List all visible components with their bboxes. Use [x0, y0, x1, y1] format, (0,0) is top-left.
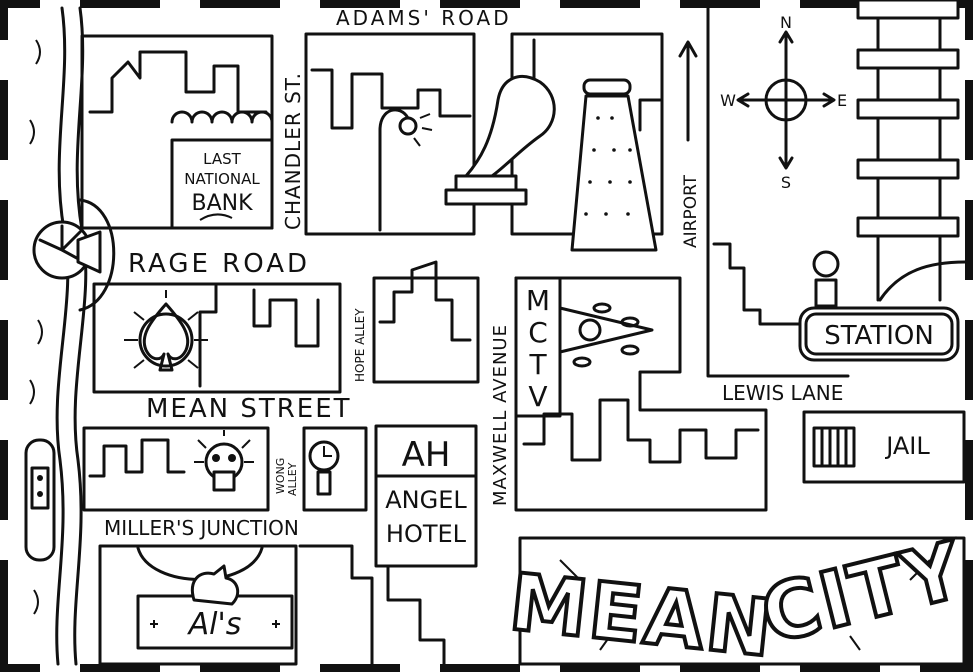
- compass-rose: [736, 30, 836, 170]
- spade-icon: [124, 290, 208, 372]
- bank-label-line2: NATIONAL: [184, 170, 260, 188]
- title-block: [518, 536, 966, 666]
- rooster-icon: [191, 564, 240, 606]
- street-mean-street: MEAN STREET: [146, 394, 352, 424]
- hotel-logo: AH: [402, 435, 451, 475]
- compass-south: S: [781, 173, 791, 192]
- street-maxwell-avenue: MAXWELL AVENUE: [490, 324, 511, 506]
- mctv-letter-v: V: [528, 380, 547, 413]
- street-hope-alley: HOPE ALLEY: [353, 308, 367, 382]
- street-lewis-lane: LEWIS LANE: [722, 381, 843, 405]
- mctv-letter-m: M: [526, 284, 550, 317]
- clock-icon: [302, 426, 368, 512]
- street-wong-alley-line2: ALLEY: [286, 462, 299, 496]
- hotel-label-line1: ANGEL: [385, 486, 467, 514]
- airport-arrow-icon: [678, 40, 698, 142]
- block-skull: [82, 426, 270, 512]
- block-hope: [372, 260, 480, 384]
- block-hotel: [374, 424, 478, 568]
- bank-label-line3: BANK: [191, 191, 253, 216]
- wheel-icon: [32, 198, 116, 312]
- railway: [856, 0, 967, 302]
- boat-icon: [24, 438, 56, 562]
- block-spade: [92, 282, 342, 394]
- street-wong-alley-line1: WONG: [274, 458, 287, 494]
- street-airport: AIRPORT: [681, 174, 701, 248]
- block-south: [298, 544, 446, 666]
- block-bank: [80, 34, 274, 230]
- block-lamp: [304, 32, 476, 236]
- street-adams-road: ADAMS' ROAD: [336, 6, 512, 30]
- statue-foot-icon: [444, 74, 556, 206]
- mctv-letter-c: C: [528, 316, 548, 349]
- jail-label: JAIL: [884, 432, 930, 460]
- street-chandler-st: CHANDLER ST.: [281, 72, 305, 230]
- hotel-label-line2: HOTEL: [386, 520, 467, 548]
- block-jail: [802, 410, 966, 484]
- skull-icon: [194, 430, 254, 492]
- bank-label-line1: LAST: [203, 150, 241, 168]
- compass-west: W: [720, 91, 736, 110]
- mctv-letter-t: T: [528, 348, 547, 381]
- street-millers-junction: MILLER'S JUNCTION: [104, 516, 299, 540]
- block-compass: [706, 6, 850, 378]
- block-als: [98, 544, 298, 666]
- compass-east: E: [837, 91, 847, 110]
- compass-north: N: [780, 13, 792, 32]
- street-rage-road: RAGE ROAD: [128, 249, 310, 279]
- station-label: STATION: [824, 321, 934, 351]
- als-label: Al's: [187, 607, 242, 642]
- tower-icon: [570, 78, 658, 252]
- station-building: [712, 242, 960, 362]
- river: [29, 6, 88, 666]
- block-mctv: [514, 276, 768, 512]
